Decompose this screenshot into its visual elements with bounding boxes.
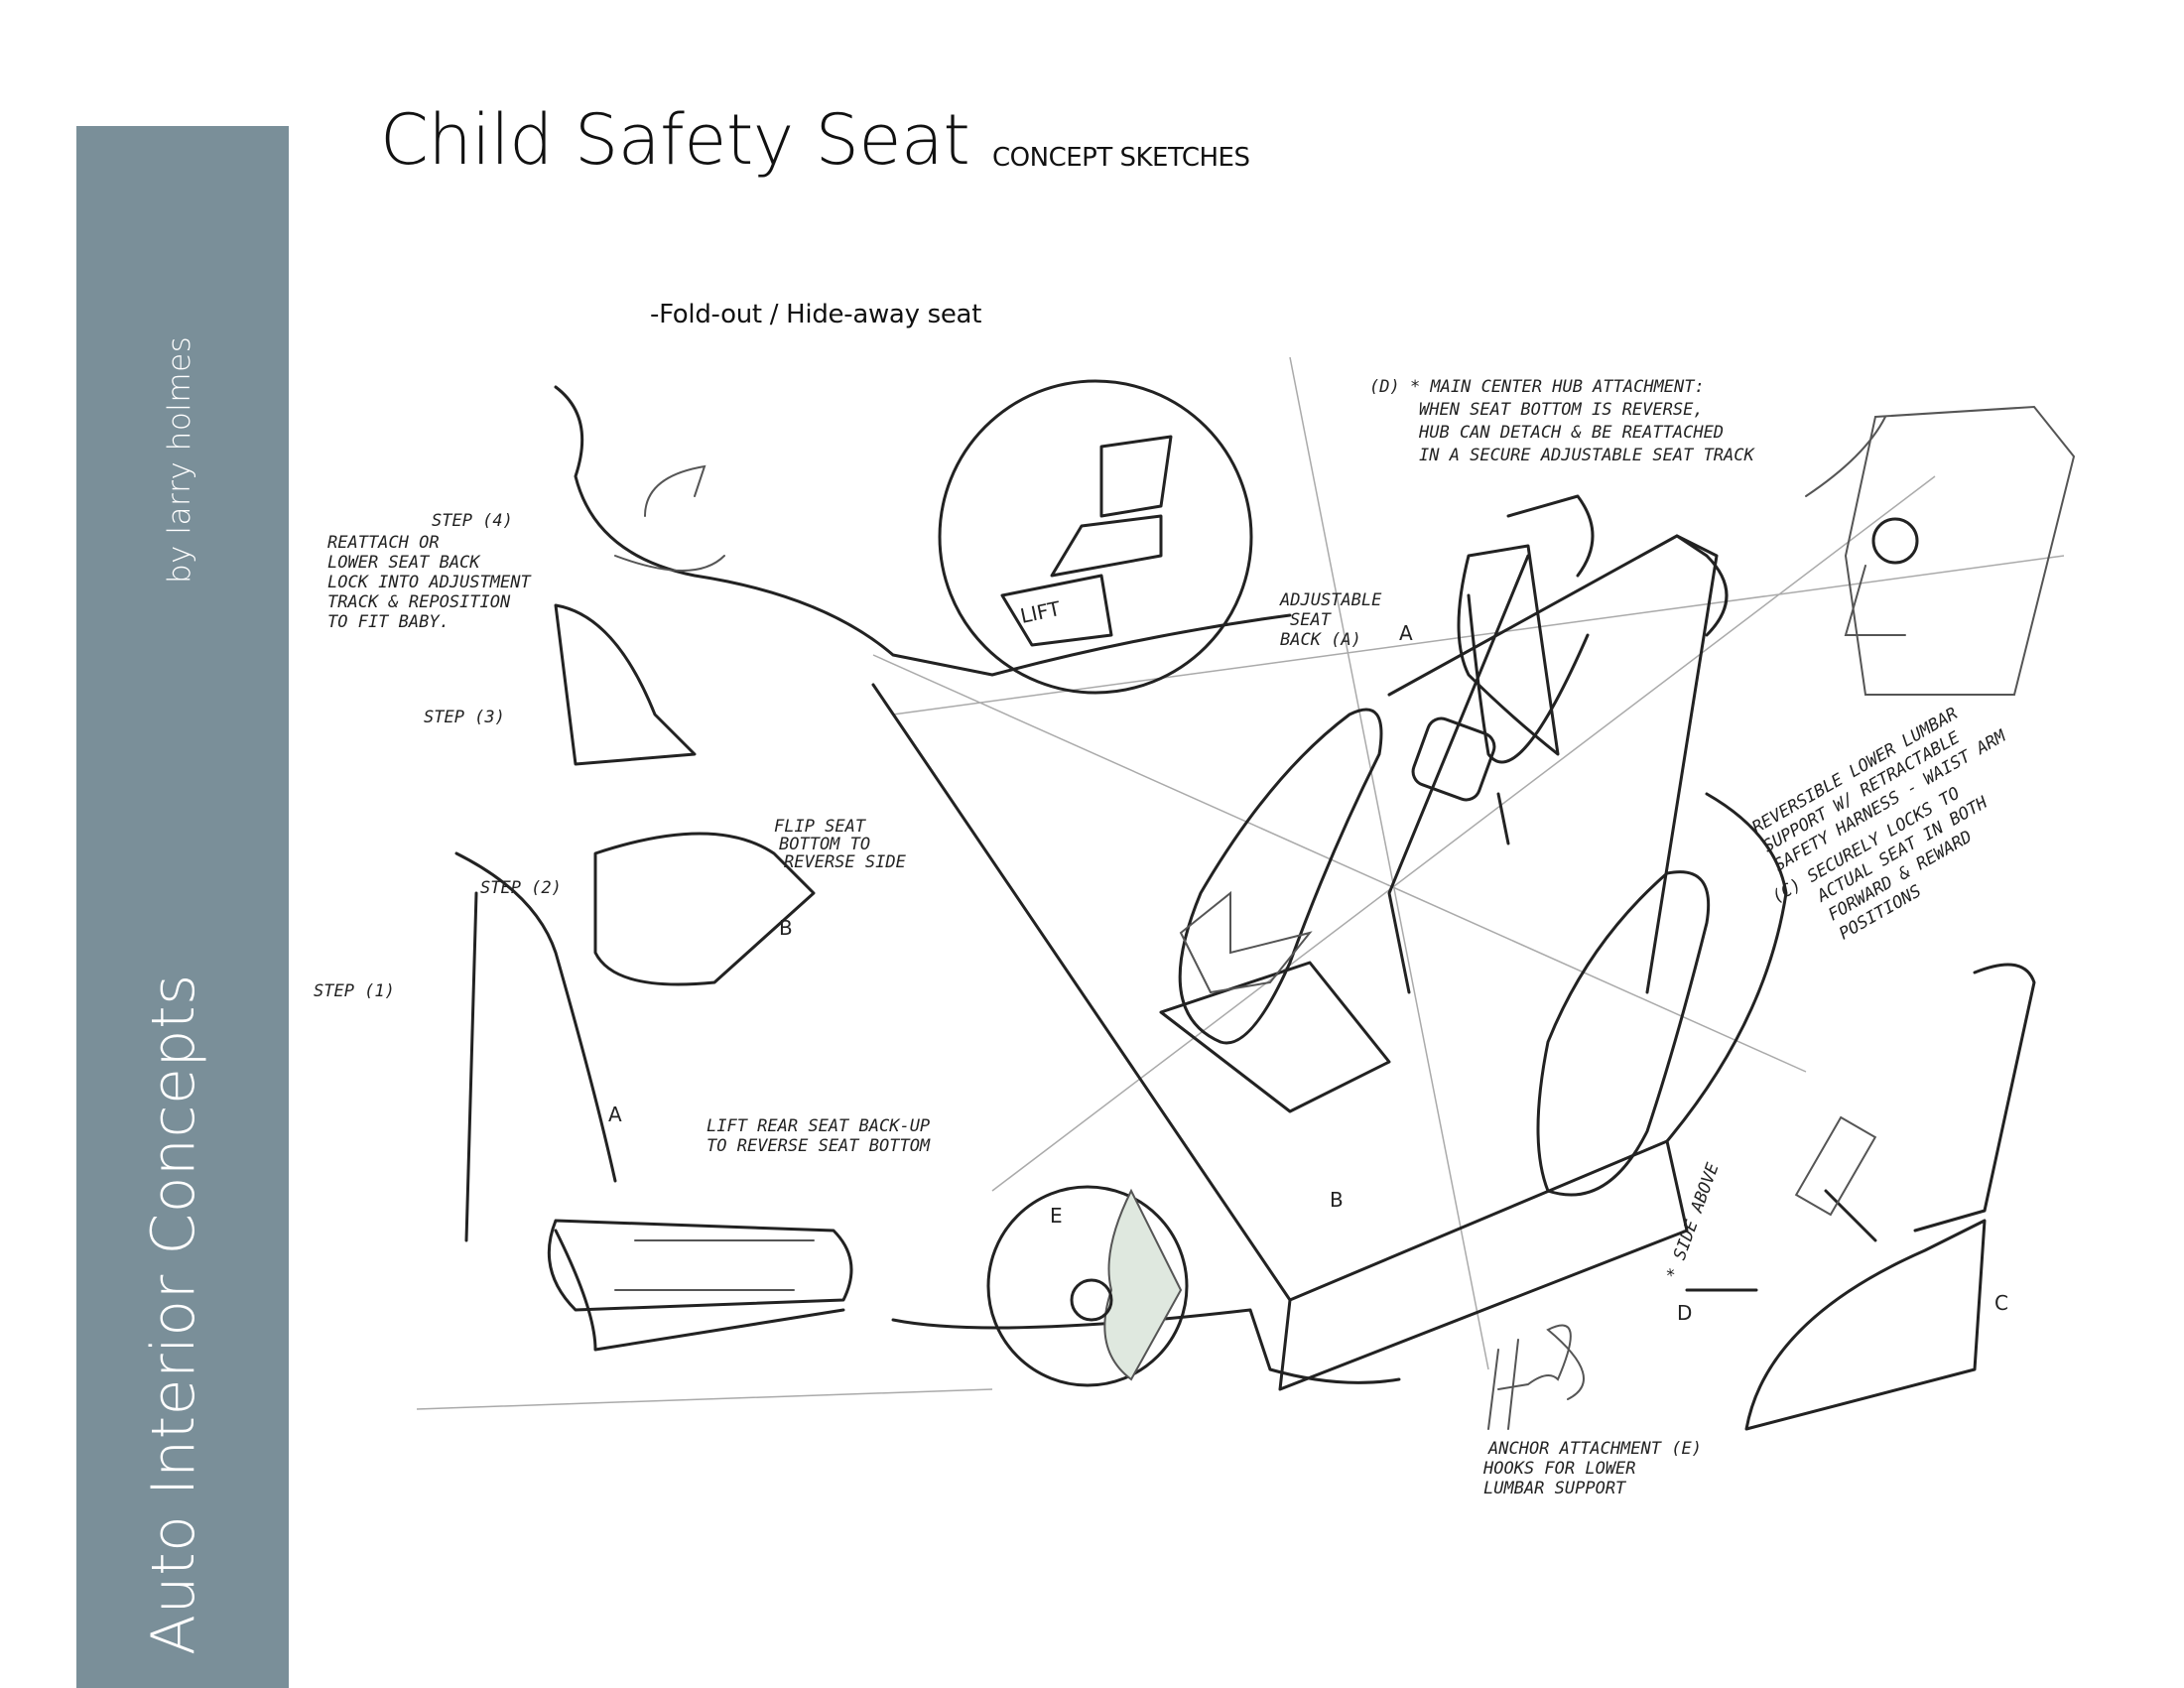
svg-text:STEP (4): STEP (4) <box>432 511 513 531</box>
svg-text:C: C <box>1994 1291 2008 1315</box>
hub-note: (D) * MAIN CENTER HUB ATTACHMENT: WHEN S… <box>1369 377 1756 465</box>
svg-text:REVERSE SIDE: REVERSE SIDE <box>784 852 907 872</box>
signature-mark <box>1487 1324 1585 1430</box>
svg-text:TO REVERSE SEAT BOTTOM: TO REVERSE SEAT BOTTOM <box>707 1136 931 1156</box>
adjustable-note: ADJUSTABLE SEAT BACK (A) <box>1279 590 1382 650</box>
svg-text:WHEN SEAT BOTTOM IS REVERSE,: WHEN SEAT BOTTOM IS REVERSE, <box>1419 400 1704 420</box>
svg-text:BOTTOM TO: BOTTOM TO <box>779 835 870 854</box>
svg-text:LOWER SEAT BACK: LOWER SEAT BACK <box>327 553 481 573</box>
svg-text:IN A SECURE ADJUSTABLE SEAT TR: IN A SECURE ADJUSTABLE SEAT TRACK <box>1419 446 1756 465</box>
sketch-caption: -Fold-out / Hide-away seat <box>650 300 982 329</box>
svg-text:D: D <box>1677 1301 1692 1325</box>
svg-text:HUB CAN DETACH & BE REATTACHED: HUB CAN DETACH & BE REATTACHED <box>1418 423 1724 443</box>
side-note: * SIDE ABOVE <box>1663 1160 1724 1282</box>
svg-text:A: A <box>1399 621 1413 645</box>
anchor-note: ANCHOR ATTACHMENT (E) HOOKS FOR LOWER LU… <box>1482 1439 1702 1498</box>
step-1-label: STEP (1) <box>314 981 395 1001</box>
svg-text:REATTACH OR: REATTACH OR <box>327 533 440 553</box>
svg-text:ANCHOR ATTACHMENT (E): ANCHOR ATTACHMENT (E) <box>1487 1439 1702 1459</box>
svg-text:LOCK INTO ADJUSTMENT: LOCK INTO ADJUSTMENT <box>327 573 532 592</box>
lift-note: LIFT REAR SEAT BACK-UP TO REVERSE SEAT B… <box>707 1116 931 1156</box>
step-4-note: STEP (4) REATTACH OR LOWER SEAT BACK LOC… <box>327 511 532 632</box>
step-3-label: STEP (3) <box>424 708 505 727</box>
svg-text:TO FIT BABY.: TO FIT BABY. <box>327 612 450 632</box>
step-sketches <box>454 464 853 1352</box>
svg-text:FLIP SEAT: FLIP SEAT <box>774 817 867 837</box>
svg-text:B: B <box>1330 1188 1344 1212</box>
page-title: Child Safety Seat <box>380 99 970 181</box>
svg-text:BACK (A): BACK (A) <box>1280 630 1361 650</box>
svg-text:B: B <box>779 916 793 940</box>
svg-text:ADJUSTABLE: ADJUSTABLE <box>1279 590 1382 610</box>
svg-text:LUMBAR SUPPORT: LUMBAR SUPPORT <box>1483 1479 1627 1498</box>
page-subtitle: CONCEPT SKETCHES <box>992 143 1250 173</box>
svg-text:E: E <box>1050 1204 1063 1228</box>
svg-text:LIFT REAR SEAT BACK-UP: LIFT REAR SEAT BACK-UP <box>707 1116 930 1136</box>
step-2-label: STEP (2) <box>480 878 562 898</box>
main-seat-sketch <box>554 385 1788 1391</box>
svg-text:(D) * MAIN CENTER HUB ATTACHME: (D) * MAIN CENTER HUB ATTACHMENT: <box>1369 377 1705 397</box>
lumbar-side-sketch <box>1685 963 2036 1431</box>
lift-tag: LIFT <box>1018 596 1063 628</box>
svg-text:A: A <box>608 1103 622 1126</box>
anchor-detail-circle <box>986 1185 1189 1387</box>
svg-text:TRACK & REPOSITION: TRACK & REPOSITION <box>327 592 511 612</box>
sidebar-band <box>76 126 289 1688</box>
svg-text:HOOKS FOR LOWER: HOOKS FOR LOWER <box>1482 1459 1636 1479</box>
svg-text:SEAT: SEAT <box>1290 610 1333 630</box>
buckle-detail-circle <box>938 379 1253 695</box>
callout-labels: A B B A C D E <box>608 621 2008 1325</box>
flip-note: FLIP SEAT BOTTOM TO REVERSE SIDE <box>774 817 907 872</box>
construction-lines <box>416 356 2065 1410</box>
hub-seat-sketch <box>1805 405 2076 696</box>
